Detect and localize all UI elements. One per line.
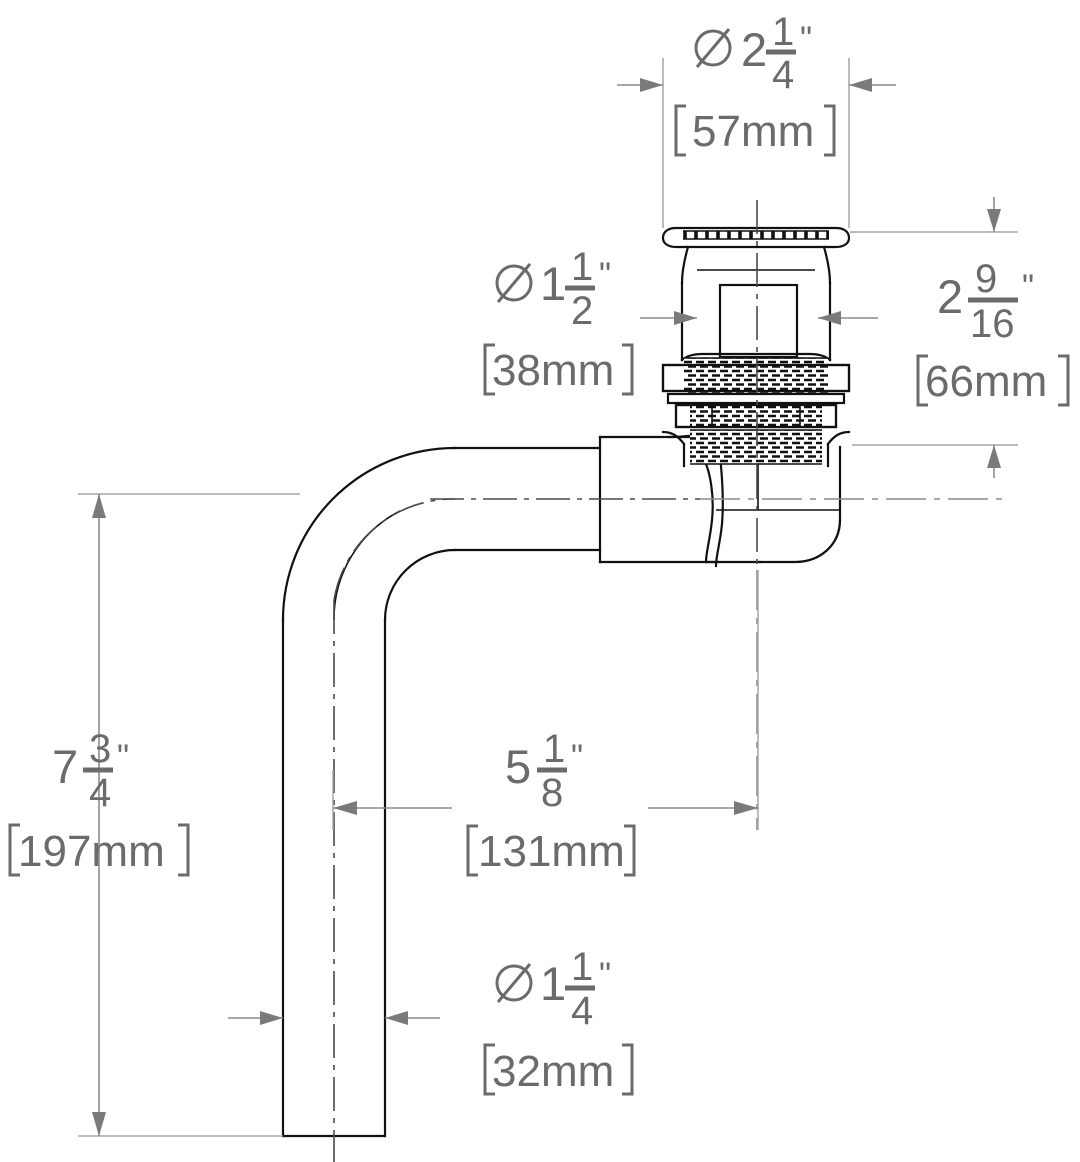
locknut-lower bbox=[674, 403, 838, 429]
label-flange-diameter: 2 1 4 " 57mm bbox=[674, 10, 836, 157]
flange-dia-denominator: 4 bbox=[772, 53, 794, 97]
drop-height-denominator: 4 bbox=[89, 771, 111, 815]
drain-height-denominator: 16 bbox=[970, 302, 1015, 346]
flange-dia-metric: 57mm bbox=[692, 107, 814, 156]
dimension-body-diameter bbox=[640, 311, 878, 325]
pipe-dia-inch-mark: " bbox=[599, 956, 611, 994]
label-horizontal-run: 5 1 8 " 131mm bbox=[466, 727, 636, 877]
drain-flange bbox=[661, 226, 851, 249]
body-dia-denominator: 2 bbox=[571, 289, 593, 333]
sealing-washer bbox=[666, 392, 846, 405]
run-numerator: 1 bbox=[543, 727, 565, 771]
label-pipe-diameter: 1 1 4 " 32mm bbox=[483, 945, 634, 1096]
drop-height-whole: 7 bbox=[52, 740, 78, 793]
locknut-upper bbox=[661, 363, 851, 393]
body-dia-numerator: 1 bbox=[571, 245, 593, 289]
dimension-horizontal-run bbox=[332, 570, 759, 830]
run-metric: 131mm bbox=[478, 827, 625, 876]
centerlines bbox=[333, 200, 1010, 1162]
drop-height-numerator: 3 bbox=[89, 727, 111, 771]
body-dia-inch-mark: " bbox=[599, 256, 611, 294]
label-drain-height: 2 9 16 " 66mm bbox=[916, 257, 1070, 407]
dimension-pipe-diameter bbox=[228, 1011, 440, 1025]
body-dia-whole: 1 bbox=[540, 257, 566, 310]
label-body-diameter: 1 1 2 " 38mm bbox=[483, 245, 634, 396]
drain-height-metric: 66mm bbox=[925, 357, 1047, 406]
drain-height-whole: 2 bbox=[937, 270, 963, 323]
label-drop-height: 7 3 4 " 197mm bbox=[8, 727, 190, 877]
pipe-dia-denominator: 4 bbox=[571, 989, 593, 1033]
pipe-dia-numerator: 1 bbox=[571, 945, 593, 989]
drop-height-inch-mark: " bbox=[117, 738, 129, 776]
run-denominator: 8 bbox=[541, 771, 563, 815]
dimension-drain-height bbox=[850, 197, 1018, 478]
dimension-drop-height bbox=[78, 493, 300, 1137]
dimension-flange-diameter bbox=[617, 58, 896, 228]
flange-dia-inch-mark: " bbox=[800, 20, 812, 58]
pipe-dia-whole: 1 bbox=[540, 957, 566, 1010]
drain-height-numerator: 9 bbox=[975, 257, 997, 301]
body-dia-metric: 38mm bbox=[492, 346, 614, 395]
flange-dia-whole: 2 bbox=[741, 23, 767, 76]
run-whole: 5 bbox=[505, 740, 531, 793]
threaded-shank-lower bbox=[661, 429, 851, 468]
drain-body-shoulders bbox=[680, 245, 832, 362]
drain-height-inch-mark: " bbox=[1022, 268, 1034, 306]
run-inch-mark: " bbox=[571, 738, 583, 776]
square-opening bbox=[718, 283, 799, 359]
flange-dia-numerator: 1 bbox=[772, 10, 794, 54]
pipe-dia-metric: 32mm bbox=[492, 1047, 614, 1096]
drop-height-metric: 197mm bbox=[18, 827, 165, 876]
horizontal-arm-pipe bbox=[453, 446, 602, 552]
